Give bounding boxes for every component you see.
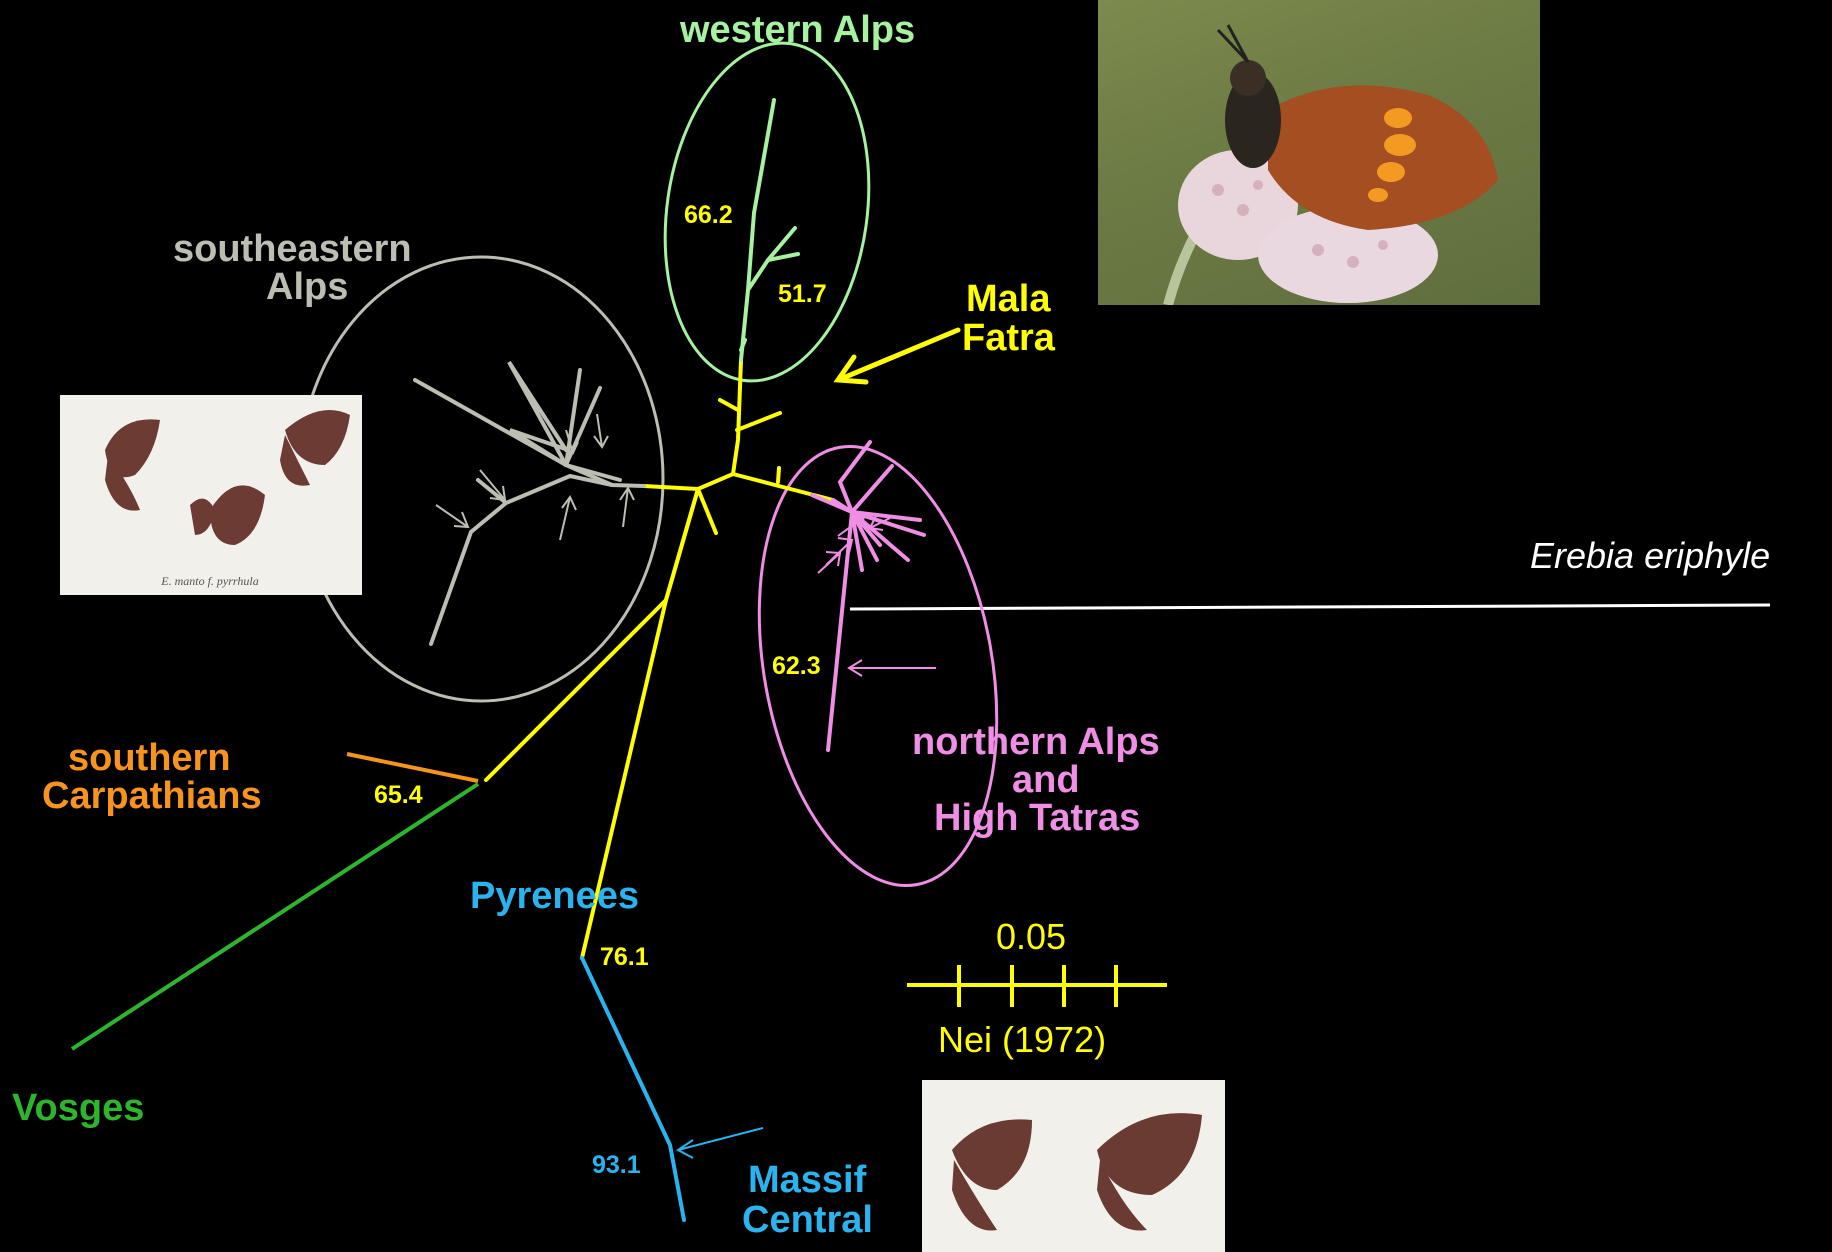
vosges-branch [72,784,478,1049]
label-southern-carpathians-line1: southern [68,738,231,778]
label-southern-carpathians-line2: Carpathians [42,776,262,816]
label-pyrenees: Pyrenees [470,876,639,916]
outgroup-branch [850,605,1770,609]
label-northern-alps-line3: High Tatras [934,798,1140,838]
pyrenees-branches [582,958,684,1220]
specimen-plate-caption: E. manto f. pyrrhula [160,574,258,588]
mala-fatra-arrow [838,330,958,382]
western-alps-ellipse [644,30,889,395]
bootstrap-northern-alps: 62.3 [772,653,821,679]
scale-value: 0.05 [996,917,1066,957]
label-southeastern-alps-line1: southeastern [173,229,412,269]
bootstrap-massif-central: 93.1 [592,1152,641,1178]
label-vosges: Vosges [12,1088,144,1128]
label-northern-alps-line1: northern Alps [912,722,1160,762]
label-massif-central-line2: Central [742,1200,873,1240]
label-southeastern-alps-line2: Alps [266,267,348,307]
label-massif-central-line1: Massif [748,1160,866,1200]
label-outgroup: Erebia eriphyle [1530,536,1770,576]
bootstrap-western-alps-b: 51.7 [778,281,827,307]
label-western-alps: western Alps [680,10,915,50]
label-mala-fatra-line2: Fatra [962,318,1055,358]
northern-alps-branches [812,442,924,750]
label-northern-alps-line2: and [1012,760,1080,800]
scale-caption: Nei (1972) [938,1020,1106,1060]
southeastern-alps-branches [415,362,644,644]
northern-alps-arrows [818,514,936,676]
massif-central-arrow [678,1128,763,1158]
bootstrap-pyrenees: 76.1 [600,944,649,970]
bootstrap-western-alps-a: 66.2 [684,202,733,228]
bootstrap-carpathians: 65.4 [374,782,423,808]
specimen-plate-2-icon [922,1080,1225,1252]
specimen-plate-icon: E. manto f. pyrrhula [60,395,362,595]
western-alps-branches [741,100,798,360]
carpathians-branch [347,754,478,781]
label-mala-fatra-line1: Mala [966,279,1050,319]
scale-bar [907,965,1167,1007]
butterfly-photo-icon [1098,0,1540,305]
